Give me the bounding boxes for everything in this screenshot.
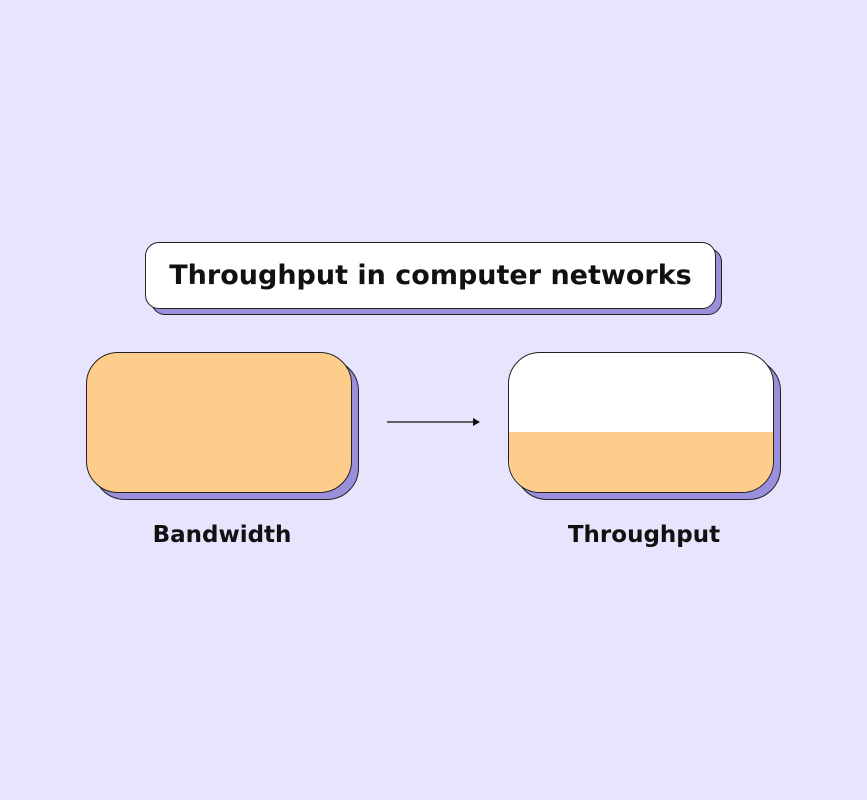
bandwidth-label: Bandwidth [152, 522, 292, 548]
throughput-fill [509, 432, 773, 492]
bandwidth-box [86, 352, 352, 493]
throughput-box [508, 352, 774, 493]
title-box: Throughput in computer networks [145, 242, 716, 309]
arrow-icon [387, 418, 480, 426]
page-title: Throughput in computer networks [169, 260, 692, 291]
throughput-label: Throughput [567, 522, 721, 548]
